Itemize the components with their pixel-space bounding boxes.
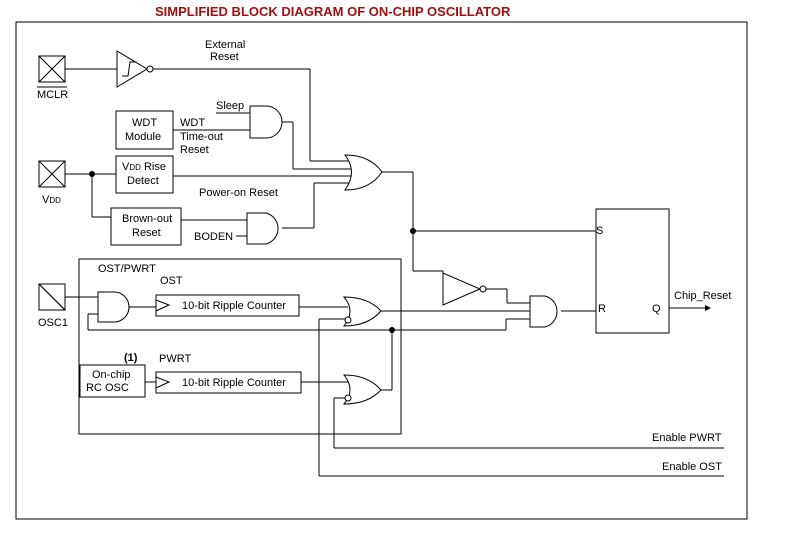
sleep-label: Sleep: [216, 100, 244, 112]
pwrt-ripple-counter-label: 10-bit Ripple Counter: [182, 377, 286, 389]
latch-q-label: Q: [652, 303, 661, 315]
ost-pwrt-label: OST/PWRT: [98, 263, 156, 275]
power-on-reset-label: Power-on Reset: [199, 187, 278, 199]
reset-or-gate: [343, 154, 383, 191]
diagram-title: SIMPLIFIED BLOCK DIAGRAM OF ON-CHIP OSCI…: [155, 4, 511, 19]
wdt-reset-label: Reset: [180, 144, 209, 156]
ost-or-inversion: [344, 316, 352, 324]
schmitt-trigger-buffer: [116, 50, 154, 88]
ost-or-gate: [342, 296, 382, 327]
ost-clock-edge-icon: [155, 299, 171, 312]
external-label: External: [205, 39, 245, 51]
timeout-label: Time-out: [180, 131, 223, 143]
rs-latch: [595, 208, 670, 334]
osc-junction-dot: [389, 327, 395, 333]
pwrt-label: PWRT: [159, 353, 191, 365]
vdd-label: VDD: [42, 194, 61, 206]
wdt-label: WDT: [180, 117, 205, 129]
ost-pwrt-frame: [78, 258, 402, 435]
brownout-line2: Reset: [132, 227, 161, 239]
external-reset-label: Reset: [210, 51, 239, 63]
boden-label: BODEN: [194, 231, 233, 243]
mclr-pin: [38, 55, 66, 83]
mclr-label: MCLR: [37, 89, 68, 101]
rc-osc-line1: On-chip: [92, 369, 131, 381]
wdt-module-line2: Module: [125, 131, 161, 143]
chip-reset-label: Chip_Reset: [674, 290, 731, 302]
vdd-rise-line1: VDD Rise: [122, 161, 166, 173]
osc1-label: OSC1: [38, 317, 68, 329]
rc-osc-line2: RC OSC: [86, 382, 129, 394]
wdt-and-gate: [249, 105, 283, 139]
enable-pwrt-label: Enable PWRT: [652, 432, 722, 444]
boden-and-gate: [246, 212, 279, 245]
latch-and-gate: [529, 295, 558, 328]
ost-label: OST: [160, 275, 183, 287]
osc1-pin: [38, 283, 66, 311]
latch-r-label: R: [598, 303, 606, 315]
pwrt-or-gate: [342, 374, 382, 405]
note-label: (1): [124, 352, 138, 364]
ost-ripple-counter: [155, 294, 300, 317]
vdd-rise-line2: Detect: [127, 175, 159, 187]
chip-reset-arrow-icon: [705, 305, 711, 311]
ost-ripple-counter-label: 10-bit Ripple Counter: [182, 300, 286, 312]
wdt-module-line1: WDT: [132, 117, 157, 129]
pwrt-or-inversion: [344, 394, 352, 402]
enable-ost-label: Enable OST: [662, 461, 722, 473]
osc-and-gate: [97, 291, 130, 323]
pwrt-clock-edge-icon: [155, 376, 171, 389]
rc-osc-block: [79, 364, 146, 398]
latch-s-label: S: [596, 225, 603, 237]
inverter: [442, 272, 487, 306]
outer-frame: [15, 21, 748, 520]
brownout-line1: Brown-out: [122, 213, 172, 225]
vdd-rise-detect-block: [115, 155, 174, 194]
vdd-pin: [38, 160, 66, 188]
brown-out-reset-block: [110, 207, 182, 246]
